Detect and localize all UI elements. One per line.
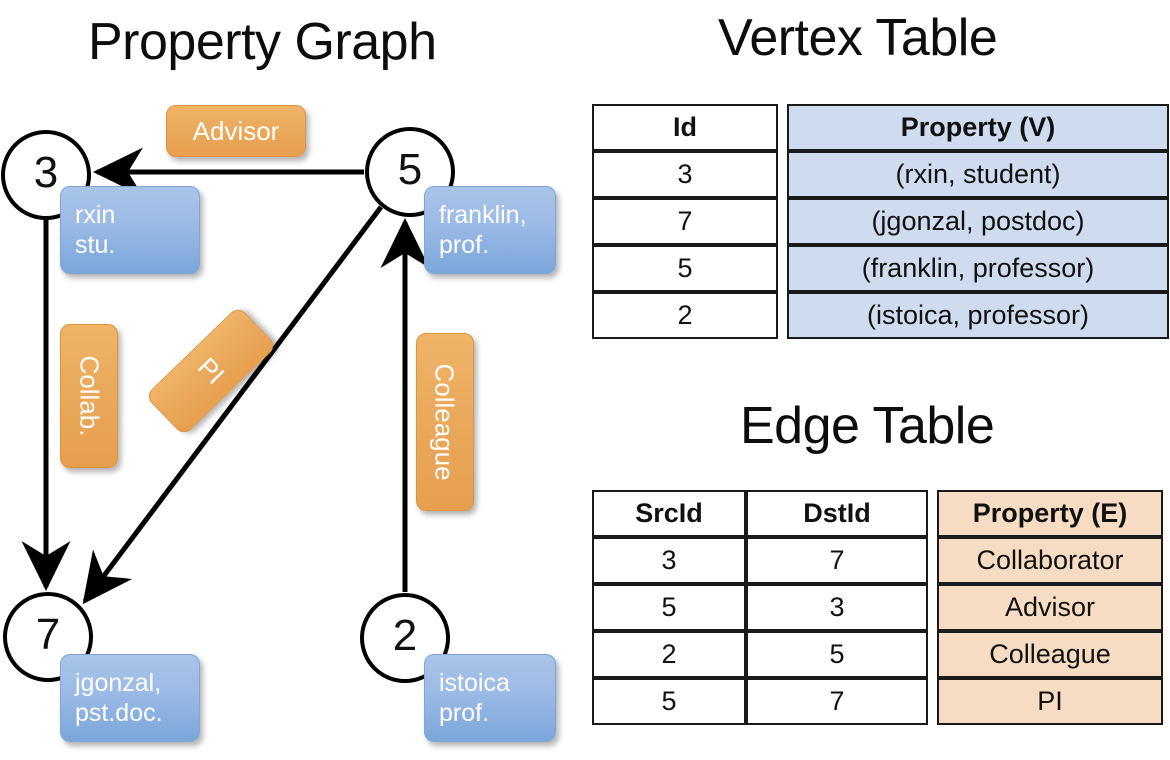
vertex-property-box-3-line2: stu. xyxy=(75,231,116,259)
edge-table-column-gap xyxy=(928,537,937,584)
edge-table-column-gap xyxy=(928,490,937,537)
vertex-table-cell-id: 3 xyxy=(592,151,778,198)
vertex-table-column-gap xyxy=(778,292,787,339)
edge-table-header-srcid: SrcId xyxy=(592,490,746,537)
vertex-table-cell-property: (istoica, professor) xyxy=(787,292,1169,339)
table-row[interactable]: 5 7 PI xyxy=(592,678,1163,725)
edge-table-column-gap xyxy=(928,631,937,678)
edge-table-cell-property: Colleague xyxy=(937,631,1163,678)
page-title-property-graph: Property Graph xyxy=(88,13,437,71)
table-row[interactable]: 3 (rxin, student) xyxy=(592,151,1169,198)
vertex-node-3-label: 3 xyxy=(33,148,59,197)
edge-table: SrcId DstId Property (E) 3 7 Collaborato… xyxy=(592,490,1163,725)
edge-table-header-dstid: DstId xyxy=(746,490,928,537)
edge-label-pi-text: PI xyxy=(191,351,231,391)
page-title-vertex-table: Vertex Table xyxy=(718,9,998,67)
edge-table-header-row: SrcId DstId Property (E) xyxy=(592,490,1163,537)
vertex-table-cell-property: (rxin, student) xyxy=(787,151,1169,198)
edge-label-advisor[interactable]: Advisor xyxy=(166,105,306,157)
edge-table-header-property: Property (E) xyxy=(937,490,1163,537)
graph-edges-svg xyxy=(21,147,430,605)
vertex-property-box-5[interactable]: franklin, prof. xyxy=(424,186,556,274)
vertex-table-column-gap xyxy=(778,104,787,151)
vertex-property-box-5-line2: prof. xyxy=(439,231,490,259)
edge-label-collab[interactable]: Collab. xyxy=(60,324,118,468)
vertex-property-box-2-line2: prof. xyxy=(439,699,490,727)
property-graph-diagram: 3 5 7 2 rxin stu. franklin, prof. jgonza… xyxy=(1,105,556,742)
edge-label-colleague-text: Colleague xyxy=(430,363,460,481)
vertex-table-column-gap xyxy=(778,151,787,198)
vertex-property-box-2[interactable]: istoica prof. xyxy=(424,654,556,742)
vertex-property-box-3[interactable]: rxin stu. xyxy=(60,186,200,274)
edge-table-cell-property: Collaborator xyxy=(937,537,1163,584)
edge-table-cell-dstid: 7 xyxy=(746,678,928,725)
vertex-table-header-id: Id xyxy=(592,104,778,151)
vertex-property-box-7-line2: pst.doc. xyxy=(75,699,163,727)
vertex-table-cell-property: (jgonzal, postdoc) xyxy=(787,198,1169,245)
vertex-table-header-row: Id Property (V) xyxy=(592,104,1169,151)
vertex-node-7-label: 7 xyxy=(35,610,61,659)
vertex-table-cell-id: 7 xyxy=(592,198,778,245)
vertex-property-box-2-line1: istoica xyxy=(439,668,510,697)
edge-label-advisor-text: Advisor xyxy=(192,116,280,146)
edge-table-cell-srcid: 3 xyxy=(592,537,746,584)
table-row[interactable]: 5 3 Advisor xyxy=(592,584,1163,631)
vertex-node-2-label: 2 xyxy=(392,611,418,660)
edge-label-colleague[interactable]: Colleague xyxy=(416,333,474,511)
edge-5-to-7 xyxy=(82,205,383,605)
edge-table-cell-property: PI xyxy=(937,678,1163,725)
table-row[interactable]: 3 7 Collaborator xyxy=(592,537,1163,584)
vertex-node-5[interactable]: 5 xyxy=(365,127,455,217)
vertex-node-5-label: 5 xyxy=(397,145,423,194)
edge-table-cell-dstid: 3 xyxy=(746,584,928,631)
vertex-property-box-7-line1: jgonzal, xyxy=(75,668,162,697)
page-title-edge-table: Edge Table xyxy=(740,397,995,455)
table-row[interactable]: 2 5 Colleague xyxy=(592,631,1163,678)
edge-table-column-gap xyxy=(928,584,937,631)
vertex-table-column-gap xyxy=(778,245,787,292)
edge-table-cell-srcid: 5 xyxy=(592,584,746,631)
edge-table-cell-srcid: 2 xyxy=(592,631,746,678)
vertex-property-box-7[interactable]: jgonzal, pst.doc. xyxy=(60,654,200,742)
table-row[interactable]: 7 (jgonzal, postdoc) xyxy=(592,198,1169,245)
vertex-table-header-property: Property (V) xyxy=(787,104,1169,151)
edge-table-cell-srcid: 5 xyxy=(592,678,746,725)
vertex-property-box-3-line1: rxin xyxy=(75,200,116,229)
edge-label-collab-text: Collab. xyxy=(74,355,104,437)
edge-table-cell-dstid: 7 xyxy=(746,537,928,584)
vertex-node-2[interactable]: 2 xyxy=(360,593,450,683)
edge-table-cell-property: Advisor xyxy=(937,584,1163,631)
vertex-table-cell-property: (franklin, professor) xyxy=(787,245,1169,292)
edge-table-column-gap xyxy=(928,678,937,725)
vertex-property-box-5-line1: franklin, xyxy=(439,200,527,229)
vertex-table: Id Property (V) 3 (rxin, student) 7 (jgo… xyxy=(592,104,1169,339)
table-row[interactable]: 2 (istoica, professor) xyxy=(592,292,1169,339)
vertex-table-cell-id: 2 xyxy=(592,292,778,339)
vertex-table-column-gap xyxy=(778,198,787,245)
vertex-table-cell-id: 5 xyxy=(592,245,778,292)
edge-table-cell-dstid: 5 xyxy=(746,631,928,678)
table-row[interactable]: 5 (franklin, professor) xyxy=(592,245,1169,292)
